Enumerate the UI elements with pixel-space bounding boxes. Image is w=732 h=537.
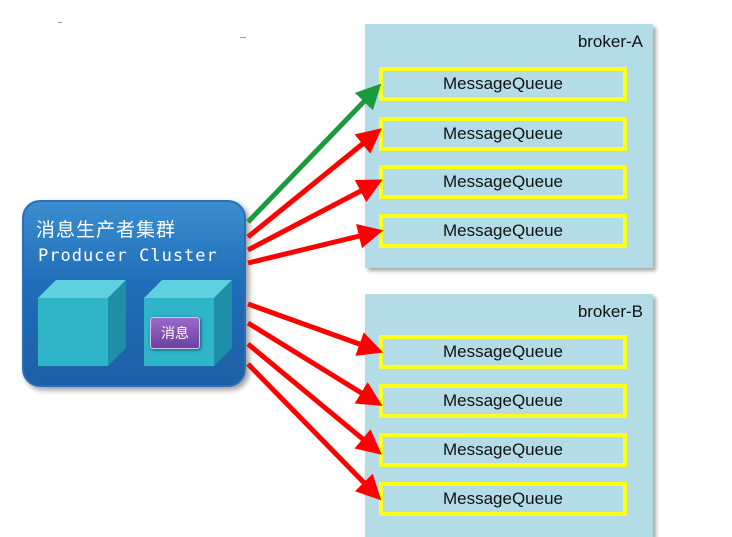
decorative-speck: [58, 22, 62, 23]
producer-node-cube-icon: [144, 280, 232, 366]
producer-node-cube-icon: [38, 280, 126, 366]
broker-b-label: broker-B: [577, 302, 643, 321]
arrow-to-broker-b-queue-1: [247, 301, 384, 356]
producer-title: 消息生产者集群: [36, 219, 177, 241]
arrow-to-broker-b-queue-2: [246, 320, 383, 406]
arrow-to-broker-b-queue-4: [246, 362, 382, 501]
producer-cluster-box: 消息生产者集群 Producer Cluster 消息: [22, 200, 246, 387]
decorative-speck: [240, 37, 246, 38]
arrow-to-broker-a-queue-2: [246, 128, 382, 239]
arrow-to-broker-a-queue-4: [247, 223, 384, 266]
broker-a-label: broker-A: [577, 32, 643, 51]
broker-b-box: broker-B MessageQueue MessageQueue Messa…: [365, 294, 653, 537]
producer-subtitle: Producer Cluster: [38, 246, 218, 266]
arrow-to-broker-b-queue-3: [246, 342, 382, 455]
arrow-to-broker-a-queue-3: [246, 179, 383, 253]
message-badge: 消息: [150, 317, 200, 349]
arrow-to-broker-a-queue-1: [246, 83, 382, 224]
